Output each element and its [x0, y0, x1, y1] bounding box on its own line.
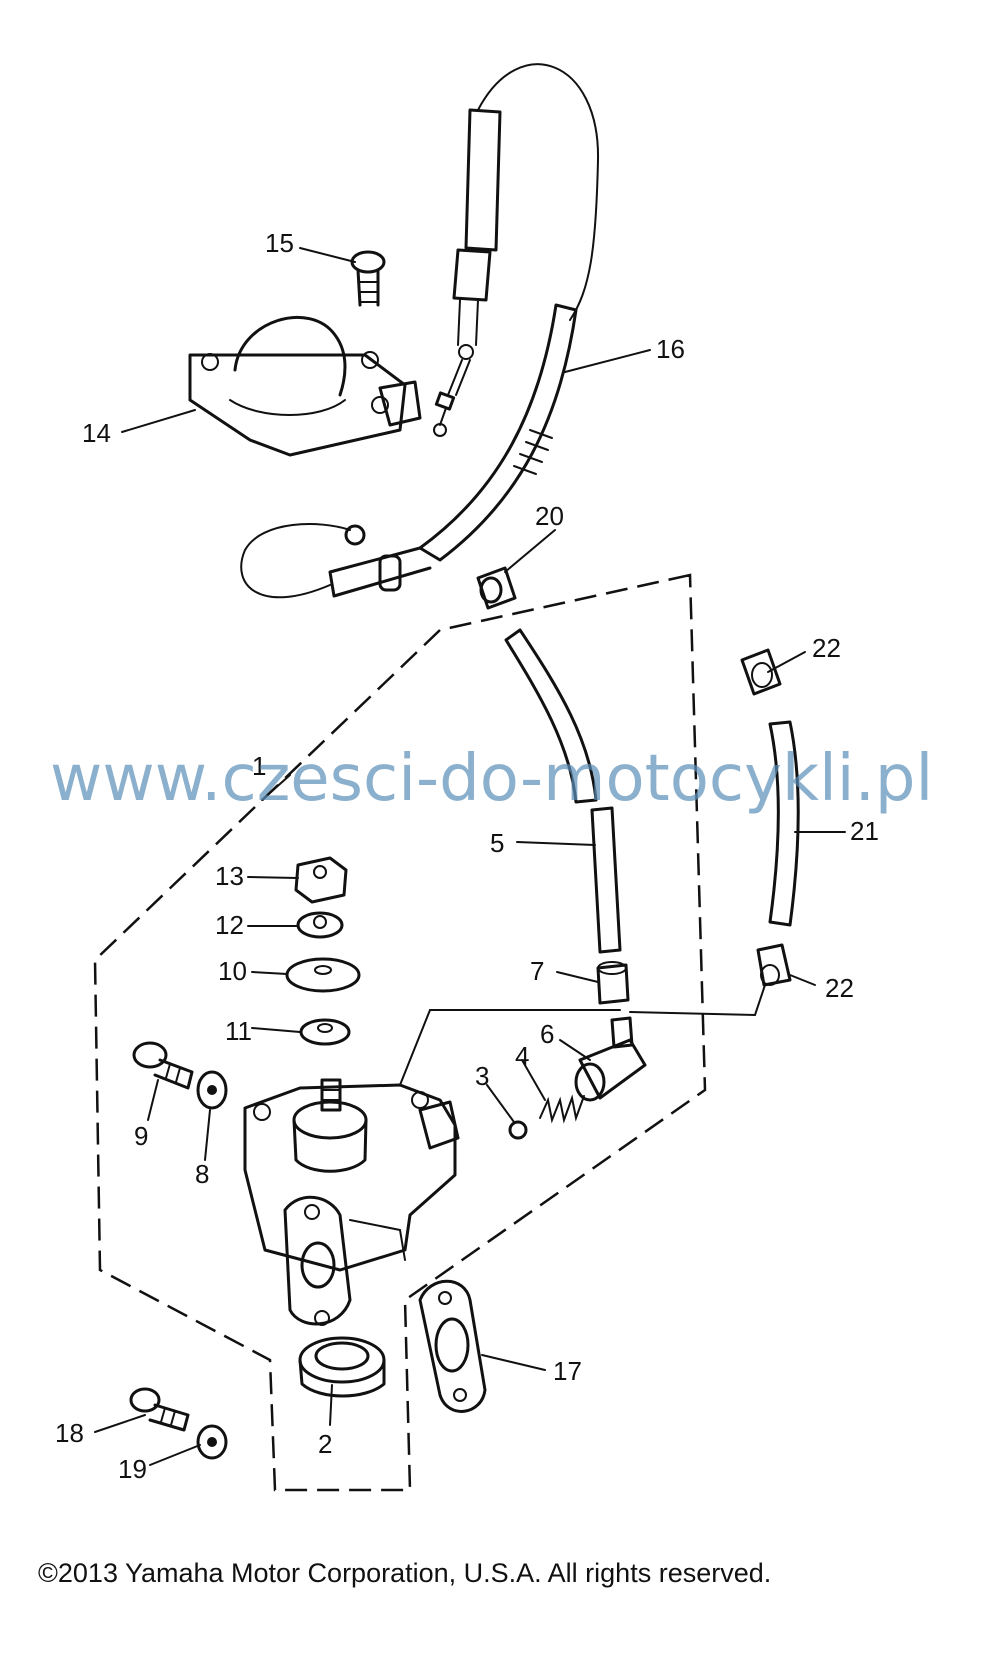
callout-10: 10 — [218, 956, 247, 986]
throttle-cable — [240, 63, 600, 599]
callout-3: 3 — [475, 1061, 489, 1091]
callout-12: 12 — [215, 910, 244, 940]
callout-15: 15 — [265, 228, 294, 258]
callout-9: 9 — [134, 1121, 148, 1151]
callout-labels: 15 14 16 20 22 1 5 21 13 12 10 7 22 11 6… — [55, 228, 879, 1484]
callout-22-bottom: 22 — [825, 973, 854, 1003]
oil-hose-right — [768, 720, 800, 927]
pump-washer — [196, 1070, 228, 1110]
oil-pump-body — [243, 1078, 460, 1326]
gasket-washer — [196, 1424, 228, 1460]
callout-22-top: 22 — [812, 633, 841, 663]
gasket-bolt — [129, 1387, 190, 1432]
check-spring — [539, 1094, 585, 1124]
cover-screw — [350, 250, 386, 307]
callout-11: 11 — [225, 1016, 252, 1046]
flat-washer-small — [299, 1018, 351, 1046]
callout-20: 20 — [535, 501, 564, 531]
copyright-text: ©2013 Yamaha Motor Corporation, U.S.A. A… — [38, 1558, 771, 1588]
spring-washer — [296, 911, 344, 939]
callout-4: 4 — [515, 1041, 529, 1071]
pump-cover — [188, 316, 422, 457]
hose-clip — [596, 961, 630, 1005]
callout-19: 19 — [118, 1454, 147, 1484]
callout-6: 6 — [540, 1019, 554, 1049]
union-bolt — [574, 1016, 647, 1102]
flat-washer-large — [285, 957, 361, 993]
pump-gasket — [418, 1279, 487, 1413]
nut — [294, 856, 348, 904]
callout-1: 1 — [252, 751, 266, 781]
callout-5: 5 — [490, 828, 504, 858]
callout-17: 17 — [553, 1356, 582, 1386]
callout-18: 18 — [55, 1418, 84, 1448]
callout-2: 2 — [318, 1429, 332, 1459]
oil-hose — [504, 628, 622, 954]
watermark-text: www.czesci-do-motocykli.pl — [50, 742, 933, 816]
oil-seal — [298, 1336, 386, 1398]
hose-collar-top — [476, 566, 517, 610]
callout-21: 21 — [850, 816, 879, 846]
hose-collar-right-bottom — [756, 943, 792, 987]
callout-14: 14 — [82, 418, 111, 448]
callout-16: 16 — [656, 334, 685, 364]
check-ball — [508, 1120, 528, 1140]
callout-13: 13 — [215, 861, 244, 891]
callout-7: 7 — [530, 956, 544, 986]
pump-bolt — [132, 1041, 194, 1090]
callout-8: 8 — [195, 1159, 209, 1189]
leader-lines — [94, 247, 846, 1466]
hose-collar-right-top — [740, 648, 782, 696]
